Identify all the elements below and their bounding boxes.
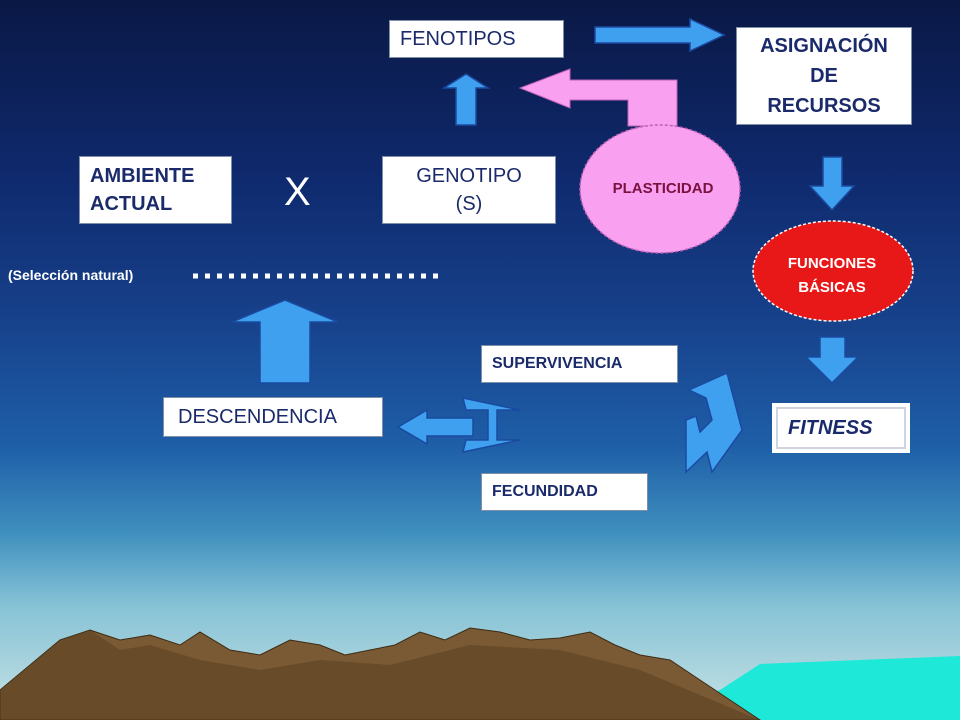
funciones-ellipse <box>752 220 914 322</box>
arrow-descendencia-to-seleccion <box>231 299 339 384</box>
arrow-funciones-to-fitness <box>804 336 860 385</box>
genotipo-box: GENOTIPO (S) <box>382 156 556 224</box>
fitness-box: FITNESS <box>772 403 910 453</box>
arrow-to-descendencia <box>396 408 474 446</box>
cross-symbol: X <box>284 170 311 214</box>
plasticidad-ellipse <box>579 124 741 254</box>
mountain-shadow <box>0 630 760 720</box>
fitness-label: FITNESS <box>788 416 873 439</box>
genotipo-label: GENOTIPO (S) <box>416 165 522 215</box>
funciones-basicas-label: FUNCIONES BÁSICAS <box>787 255 877 296</box>
ambiente-actual-box: AMBIENTE ACTUAL <box>79 156 232 224</box>
fecundidad-label: FECUNDIDAD <box>492 483 598 500</box>
descendencia-label: DESCENDENCIA <box>178 405 337 428</box>
supervivencia-label: SUPERVIVENCIA <box>492 355 623 372</box>
fenotipos-label: FENOTIPOS <box>400 27 516 50</box>
arrow-plasticidad-to-fenotipos <box>518 68 678 127</box>
arrow-asignacion-to-funciones <box>808 156 856 212</box>
ambiente-label: AMBIENTE ACTUAL <box>90 165 195 215</box>
supervivencia-box: SUPERVIVENCIA <box>481 345 678 383</box>
plasticidad-label: PLASTICIDAD <box>612 180 714 197</box>
fenotipos-box: FENOTIPOS <box>389 20 564 58</box>
arrow-fitness-loop <box>685 371 743 474</box>
arrow-genotipo-to-fenotipos <box>441 73 491 126</box>
descendencia-box: DESCENDENCIA <box>163 397 383 437</box>
asignacion-label: ASIGNACIÓN DE RECURSOS <box>760 35 888 117</box>
seleccion-natural-label: (Selección natural) <box>8 267 134 283</box>
asignacion-recursos-box: ASIGNACIÓN DE RECURSOS <box>736 27 912 125</box>
arrow-fenotipos-to-asignacion <box>594 17 726 53</box>
arrow-supervivencia-fecundidad <box>461 397 521 453</box>
fecundidad-box: FECUNDIDAD <box>481 473 648 511</box>
